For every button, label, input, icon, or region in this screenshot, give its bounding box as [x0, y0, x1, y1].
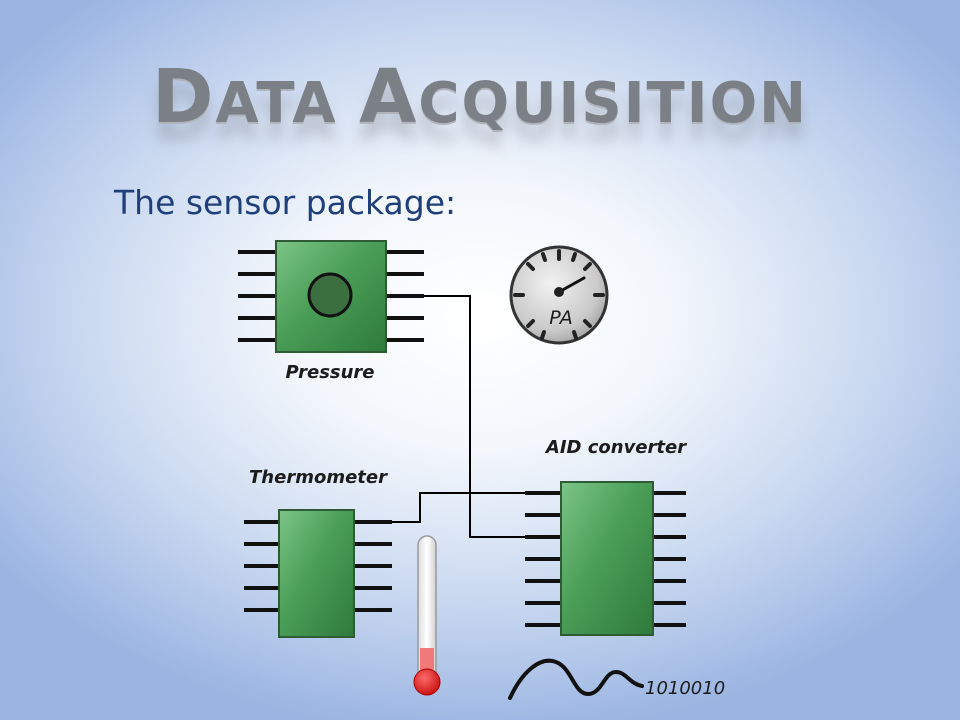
thermometer-chip-pins [244, 520, 392, 612]
analog-signal-wave [508, 658, 644, 700]
thermometer-label: Thermometer [249, 467, 388, 488]
pressure-chip-pins [238, 250, 424, 342]
digital-output-bits: 1010010 [645, 678, 725, 699]
pressure-sensor-port [307, 272, 353, 318]
title-initial-d: D [151, 54, 216, 140]
slide-title: DATA ACQUISITION [0, 54, 960, 140]
converter-chip-pins [525, 491, 686, 627]
signal-wires [392, 295, 525, 538]
thermometer-icon [413, 535, 441, 696]
pressure-gauge-icon: PA [509, 245, 609, 345]
converter-label: AID converter [544, 437, 687, 458]
gauge-label: PA [549, 307, 573, 329]
thermometer-chip [278, 509, 355, 638]
title-initial-a: A [359, 54, 419, 140]
title-rest-acquisition: CQUISITION [418, 71, 809, 136]
converter-chip [560, 481, 654, 636]
title-rest-data: ATA [215, 71, 360, 136]
slide-subtitle: The sensor package: [114, 183, 457, 222]
pressure-label: Pressure [285, 362, 374, 383]
